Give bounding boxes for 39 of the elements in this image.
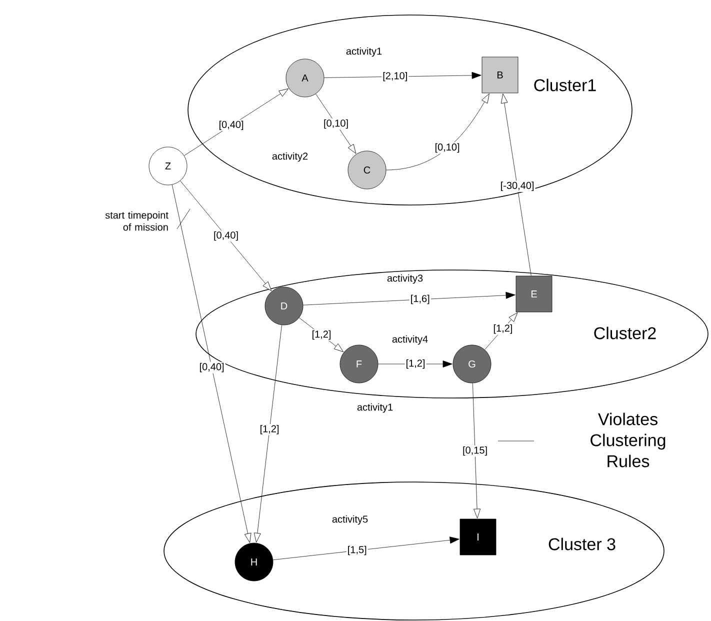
arrow [378,360,452,368]
event-square: B [482,56,518,94]
arrow [484,312,518,350]
edge-label: [-30,40] [501,182,534,191]
arrow [299,318,344,352]
arrow [180,180,272,291]
event-square: E [516,276,552,312]
edge-label: [0,40] [214,231,238,241]
edge-label: [1,2] [494,324,512,334]
edge-label: [1,6] [411,294,430,304]
edge-label: [0,40] [219,120,244,130]
arrow [316,94,356,154]
arrow [254,324,282,543]
edge-label: [1,2] [406,359,425,369]
arrow [472,382,480,518]
edge-label: [1,5] [348,546,366,556]
activity-label: activity3 [387,274,423,284]
edge-label: [1,2] [312,330,331,340]
note-text: Violates Clustering Rules [590,412,666,468]
activity-label: activity4 [392,335,428,345]
arrow [172,184,252,543]
edge-label: [0,40] [200,362,224,372]
activity-label: activity1 [357,403,393,413]
activity-label: activity1 [346,47,382,57]
arrow [324,72,482,79]
edge-label: [1,2] [260,424,279,434]
arrow [272,536,460,560]
edge-label: [0,10] [324,119,348,129]
arrow [302,292,516,306]
arrow [500,94,532,276]
note-text: start timepoint of mission [105,211,168,231]
edge-label: [2,10] [383,72,407,82]
event-square: I [460,518,496,556]
arrow [386,94,490,170]
edge-label: [0,15] [463,446,487,456]
arrow [184,88,289,156]
activity-label: activity2 [272,152,308,162]
edge-label: [0,10] [435,143,460,153]
activity-label: activity5 [332,515,368,525]
